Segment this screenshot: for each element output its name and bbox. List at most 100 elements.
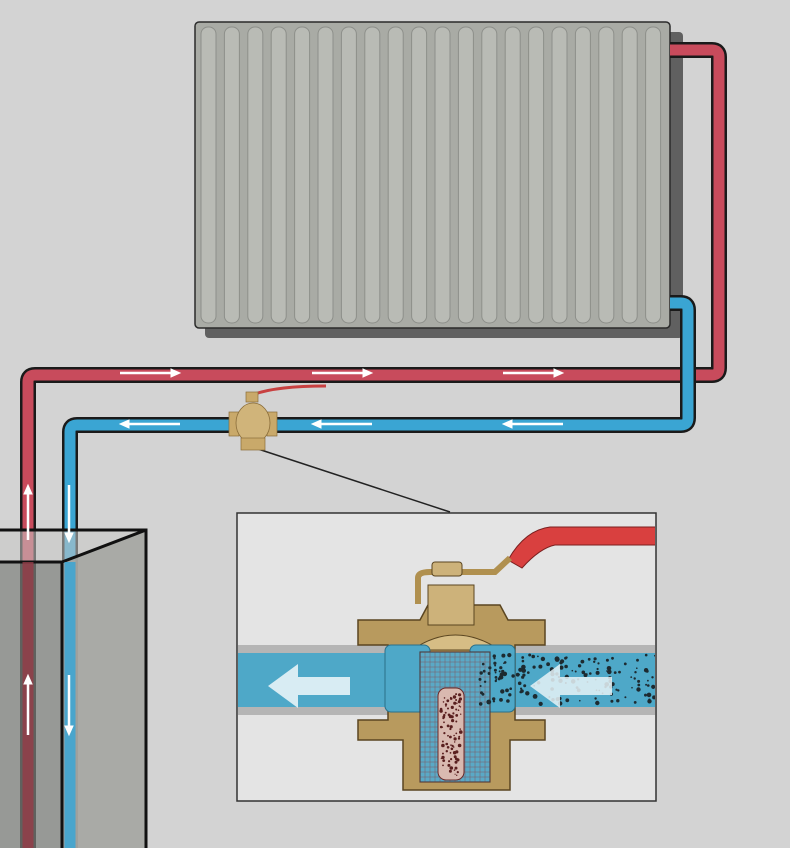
trapped-debris [449,766,454,770]
debris-particle [617,689,620,692]
debris-particle [654,654,655,657]
debris-particle [644,653,648,657]
trapped-debris [455,693,458,696]
trapped-debris [460,713,462,715]
debris-particle [648,698,651,701]
trapped-debris [441,755,445,760]
debris-particle [559,665,564,670]
radiator-fin [317,26,334,324]
radiator-fin [411,26,428,324]
debris-particle [593,660,596,663]
debris-particle [479,671,483,675]
trapped-debris [457,737,461,740]
trapped-debris [441,743,445,748]
debris-particle [574,670,577,673]
trapped-debris [454,773,456,775]
debris-particle [644,693,647,697]
debris-particle [493,668,497,672]
trapped-debris [452,712,455,715]
debris-particle [581,670,586,675]
debris-particle [538,664,543,669]
debris-particle [493,661,497,665]
debris-particle [494,664,497,667]
arrow-head [23,673,33,685]
debris-particle [488,666,492,670]
trapped-debris [453,737,457,741]
trapped-debris [447,763,451,767]
debris-particle [520,689,524,693]
debris-particle [618,670,621,674]
debris-particle [521,668,526,673]
trapped-debris [446,699,450,703]
debris-particle [481,662,485,666]
trapped-debris [458,693,462,697]
debris-particle [502,671,508,677]
trapped-debris [449,725,453,729]
trapped-debris [448,769,452,773]
debris-particle [508,693,512,697]
debris-particle [594,697,597,700]
debris-particle [580,659,585,664]
debris-particle [479,685,482,687]
trapped-debris [449,727,452,731]
radiator-fin [340,26,357,324]
trapped-debris [453,755,457,759]
debris-particle [589,672,592,675]
trapped-debris [446,724,450,728]
tank-side [62,530,146,848]
trapped-debris [459,730,463,734]
debris-particle [482,669,486,673]
arrow-head [553,368,565,378]
trapped-debris [444,711,447,714]
arrow-head [501,419,513,429]
debris-particle [540,656,546,662]
debris-particle [587,657,591,661]
debris-particle [537,655,539,658]
debris-particle [478,702,483,706]
debris-particle [517,681,522,686]
radiator-fin [223,26,240,324]
debris-particle [652,695,655,700]
trapped-debris [450,696,452,699]
arrow-head [170,368,182,378]
tank-flow-arrows [23,483,74,737]
radiator-fin [551,26,568,324]
debris-particle [483,680,487,683]
trapped-debris [459,728,462,730]
trapped-debris [451,744,454,748]
tank-top [0,530,146,562]
trapped-debris [442,701,445,703]
debris-particle [486,699,492,705]
debris-particle [647,679,649,682]
trapped-debris [452,695,457,699]
debris-particle [595,700,600,706]
debris-particle [492,700,496,703]
trapped-debris [450,714,452,717]
arrow-head [64,725,74,737]
radiator-fin [504,26,521,324]
debris-particle [528,653,532,657]
trapped-debris [440,757,442,760]
inset-arrow-out [268,664,350,708]
debris-particle [564,656,567,660]
debris-particle [499,666,503,670]
debris-particle [518,668,522,672]
debris-particle [503,661,507,664]
debris-particle [523,684,527,688]
trapped-debris [453,701,457,705]
arrow-head [310,419,322,429]
debris-particle [606,670,608,672]
debris-particle [497,677,501,681]
debris-particle [527,671,530,674]
debris-particle [506,699,510,703]
debris-particle [521,659,525,663]
trapped-debris [442,752,444,755]
cold-return-pipe [62,295,696,848]
trapped-debris [447,707,449,710]
trapped-debris [447,734,449,737]
trapped-debris [455,720,458,723]
debris-particle [647,684,650,687]
debris-particle [633,701,637,704]
